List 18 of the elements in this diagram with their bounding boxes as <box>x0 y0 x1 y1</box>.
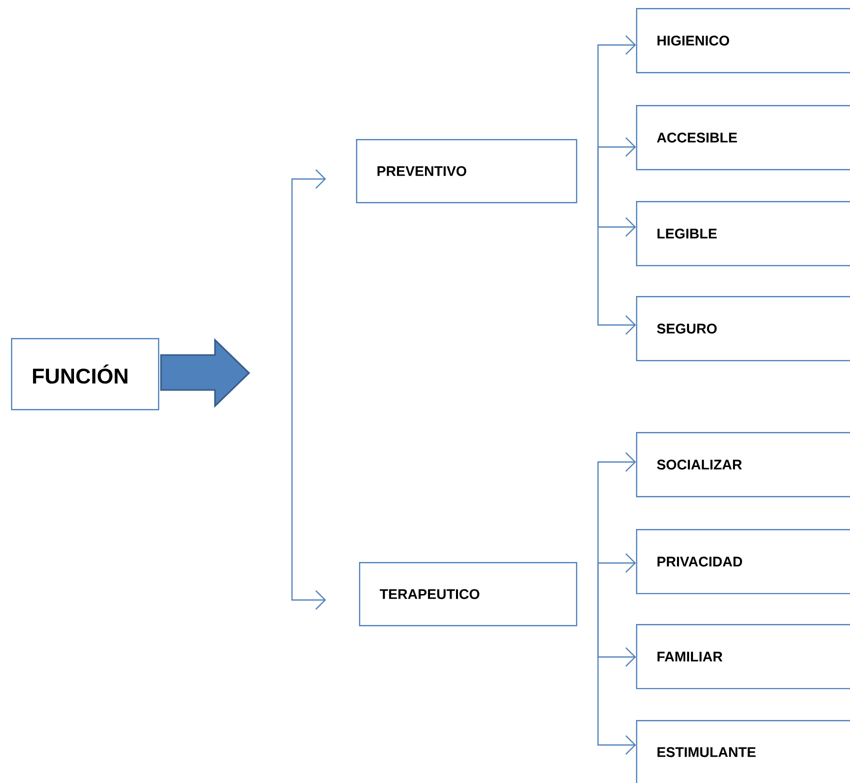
category-box: TERAPEUTICO <box>359 562 578 626</box>
item-box: ACCESIBLE <box>636 105 850 170</box>
connector-arrow <box>597 553 636 593</box>
item-box: ESTIMULANTE <box>636 720 850 783</box>
connector-arrow <box>291 169 326 373</box>
item-box: HIGIENICO <box>636 8 850 74</box>
category-box: PREVENTIVO <box>356 139 578 204</box>
item-box: SEGURO <box>636 296 850 362</box>
item-box: PRIVACIDAD <box>636 529 850 594</box>
root-box: FUNCIÓN <box>11 338 160 410</box>
connector-arrow <box>597 137 636 170</box>
connector-arrow <box>597 170 636 335</box>
item-box: LEGIBLE <box>636 201 850 266</box>
connector-arrow <box>291 373 326 610</box>
block-arrow <box>160 338 250 408</box>
item-box: FAMILIAR <box>636 624 850 690</box>
connector-arrow <box>597 593 636 755</box>
item-box: SOCIALIZAR <box>636 432 850 498</box>
